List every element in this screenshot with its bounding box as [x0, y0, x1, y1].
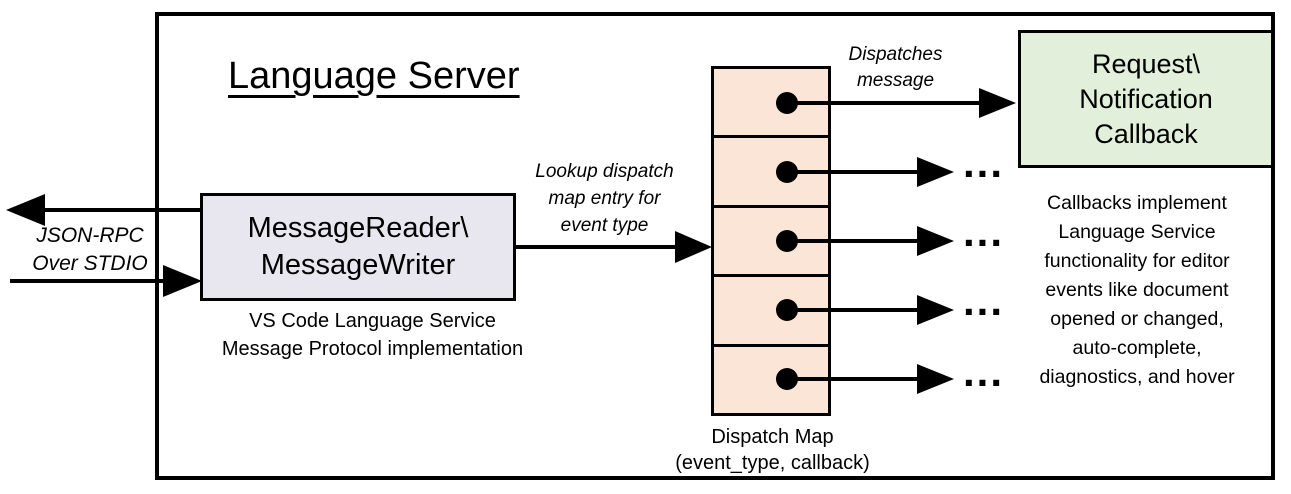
lookup-label-line2: map entry for [548, 188, 661, 209]
dispatch-map-caption-line2: (event_type, callback) [675, 452, 870, 474]
callback-box-line3: Callback [1094, 118, 1198, 149]
ellipsis-row5: ... [963, 348, 1005, 395]
dispatches-label-line1: Dispatches [848, 44, 943, 65]
dispatches-label: Dispatches message [823, 42, 968, 94]
message-box-line1: MessageReader\ [247, 212, 469, 244]
stdio-label: JSON-RPC Over STDIO [18, 222, 162, 278]
dispatch-map [711, 66, 831, 416]
callbacks-note-line1: Callbacks implement [1047, 192, 1227, 214]
message-box-caption: VS Code Language Service Message Protoco… [185, 307, 560, 363]
callbacks-note-line5: opened or changed, [1050, 308, 1224, 330]
dispatch-cell-5 [714, 346, 828, 414]
message-box-line2: MessageWriter [260, 249, 456, 281]
dispatches-label-line2: message [856, 70, 935, 91]
dispatch-cell-3 [714, 207, 828, 278]
callbacks-note-line6: auto-complete, [1072, 337, 1202, 359]
ellipsis-row3: ... [963, 208, 1005, 255]
callbacks-note-line7: diagnostics, and hover [1039, 366, 1235, 388]
callbacks-note-line3: functionality for editor [1044, 250, 1230, 272]
lookup-label-line3: event type [560, 215, 649, 236]
lookup-label-line1: Lookup dispatch [535, 161, 674, 182]
ellipsis-row2: ... [963, 139, 1005, 186]
ellipsis-row4: ... [963, 277, 1005, 324]
dispatch-cell-1 [714, 69, 828, 139]
callbacks-note-line4: events like document [1045, 279, 1229, 301]
callbacks-note-line2: Language Service [1058, 221, 1216, 243]
dispatch-cell-2 [714, 138, 828, 208]
dispatch-map-caption: Dispatch Map (event_type, callback) [655, 424, 890, 476]
dispatch-map-caption-line1: Dispatch Map [711, 426, 834, 448]
callback-box-line1: Request\ [1091, 48, 1201, 79]
lookup-label: Lookup dispatch map entry for event type [512, 158, 697, 239]
diagram-title: Language Server [228, 55, 520, 97]
callback-box-line2: Notification [1079, 83, 1213, 114]
callbacks-note: Callbacks implement Language Service fun… [995, 189, 1279, 392]
message-box-caption-line1: VS Code Language Service [249, 310, 496, 332]
dispatch-cell-4 [714, 277, 828, 347]
stdio-label-line1: JSON-RPC [36, 224, 144, 247]
callback-box: Request\ Notification Callback [1018, 30, 1274, 168]
stdio-label-line2: Over STDIO [32, 252, 148, 275]
message-box-caption-line2: Message Protocol implementation [221, 338, 524, 360]
message-readerwriter-box: MessageReader\ MessageWriter [200, 193, 516, 301]
